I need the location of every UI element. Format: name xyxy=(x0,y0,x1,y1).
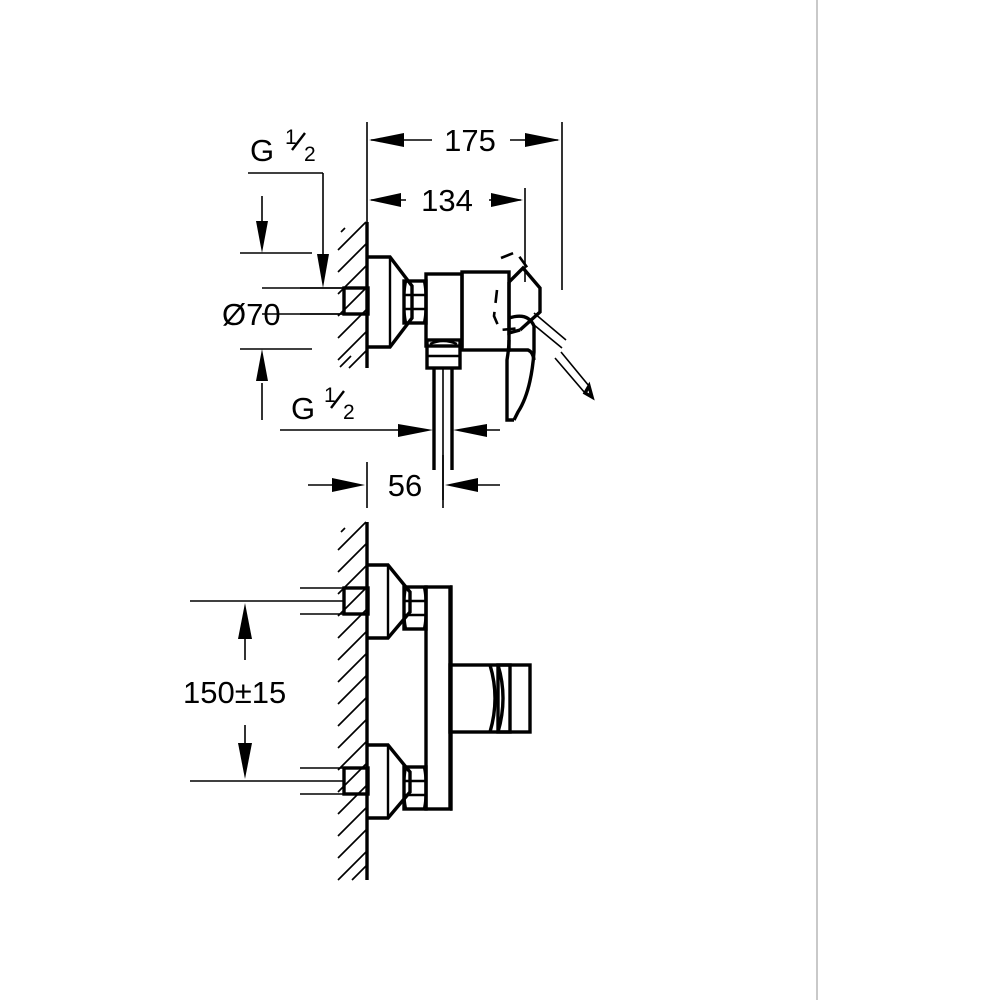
dim175-label: 175 xyxy=(444,123,496,158)
connector-square xyxy=(342,286,370,316)
dim134-arrow-right xyxy=(491,193,523,207)
dim70-arrow-bottom xyxy=(256,349,268,381)
callout-bottom-g-label: G xyxy=(291,391,315,426)
dim175-arrow-left xyxy=(369,133,404,147)
callout-top-leader-arrow xyxy=(317,254,329,288)
front-handle-inner-curve xyxy=(488,664,497,733)
callout-top-denominator: 2 xyxy=(304,143,316,166)
lever-handle-upper-face xyxy=(507,265,542,332)
front-lower-nut-left-curve xyxy=(402,766,408,810)
front-upper-nut-left-curve xyxy=(402,586,408,630)
dim150-arrow-upper xyxy=(238,603,252,639)
callout-g-half-bottom: G 1 2 xyxy=(280,384,500,437)
dim175-arrow-right xyxy=(525,133,560,147)
dim134-label: 134 xyxy=(421,183,473,218)
mixer-body xyxy=(424,270,511,500)
callout-bottom-numerator: 1 xyxy=(324,384,336,407)
dim56-arrow-left xyxy=(332,478,365,492)
lever-alt-lower-edge xyxy=(492,289,523,332)
dim56-arrow-right xyxy=(445,478,478,492)
dimension-diameter-70: Ø70 xyxy=(222,196,344,420)
dim150-label: 150±15 xyxy=(183,675,286,710)
dim150-arrow-lower xyxy=(238,743,252,779)
dimension-134: 134 xyxy=(369,183,526,282)
lever-handle-back xyxy=(507,282,521,336)
lever-arm xyxy=(508,314,536,421)
front-handle-cap xyxy=(496,663,532,734)
lever-arm-inner xyxy=(505,339,514,422)
front-handle-base xyxy=(448,663,512,734)
lever-alt-swing-arrow xyxy=(582,381,595,401)
dimension-175: 175 xyxy=(366,122,563,290)
union-nut-left-curve xyxy=(402,280,408,324)
callout-top-numerator: 1 xyxy=(285,126,297,149)
side-section-view: 175 134 G 1 2 xyxy=(222,122,595,508)
lever-alt-link-lower xyxy=(554,351,590,394)
escutcheon xyxy=(367,255,414,349)
callout-bottom-leader-arrow xyxy=(398,424,433,437)
front-view: 150±15 xyxy=(183,521,532,881)
dimension-150: 150±15 xyxy=(183,600,344,782)
dim134-arrow-left xyxy=(369,193,401,207)
callout-bottom-fraction-slash xyxy=(330,390,345,409)
dimension-56: 56 xyxy=(308,455,500,508)
callout-g-half-top: G 1 2 xyxy=(248,126,329,288)
dim70-arrow-top xyxy=(256,221,268,253)
escutcheon-cone-outline xyxy=(367,255,414,349)
dim56-label: 56 xyxy=(388,468,422,503)
callout-top-fraction-slash xyxy=(291,132,306,151)
callout-bottom-leader-right-arrow xyxy=(453,424,487,437)
front-mixer-body xyxy=(424,585,532,811)
lever-alt-link-upper xyxy=(527,312,567,349)
dim70-label: Ø70 xyxy=(222,297,281,332)
callout-bottom-denominator: 2 xyxy=(343,401,355,424)
callout-top-g-label: G xyxy=(250,133,274,168)
lever-handle xyxy=(505,265,542,422)
lever-arm-lower-edge xyxy=(509,348,536,361)
outlet-stem-curve xyxy=(429,339,458,346)
